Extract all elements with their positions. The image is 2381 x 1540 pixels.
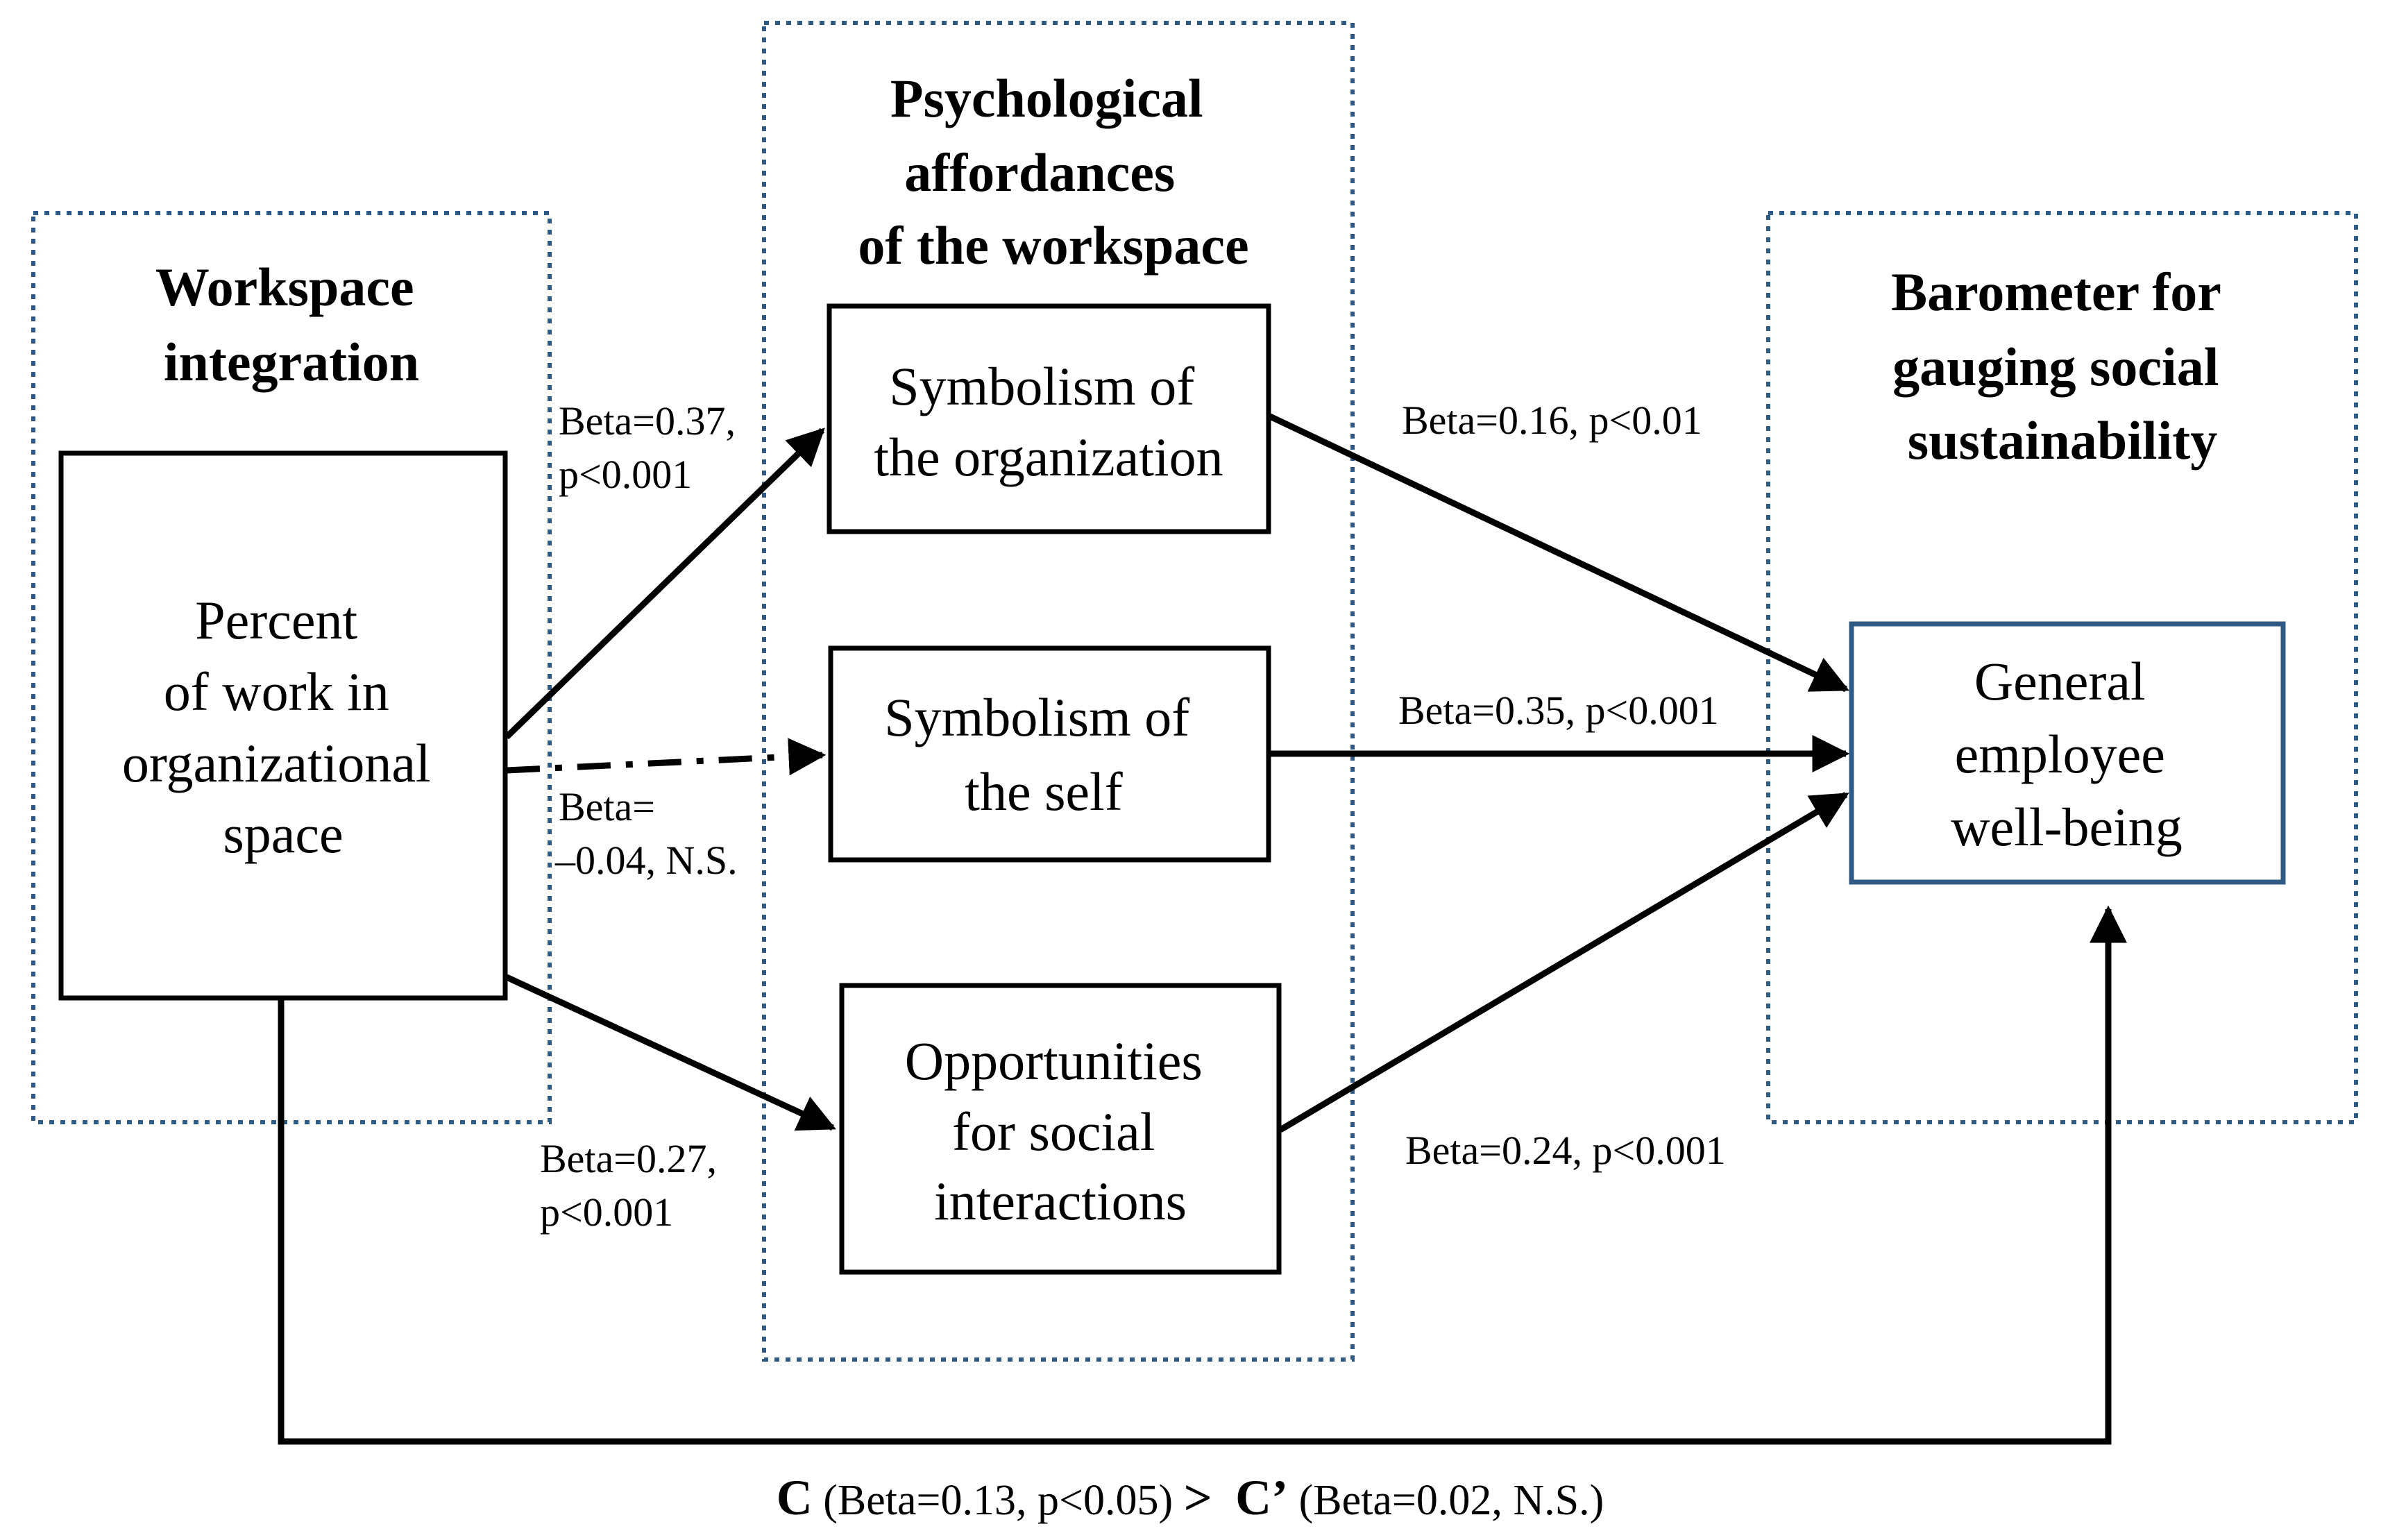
edge-percent-to-social-interactions	[505, 974, 836, 1131]
direct-effect-value: (Beta=0.02, N.S.)	[1299, 1477, 1604, 1524]
node-box-symbolism-org	[827, 303, 1271, 534]
comparison-symbol: >	[1184, 1470, 1212, 1525]
group-box-workspace-integration	[31, 211, 552, 1124]
group-box-barometer	[1766, 211, 2358, 1124]
edge-label-org-to-wellbeing: Beta=0.16, p<0.01	[1402, 398, 1702, 443]
total-effect-label: C	[777, 1470, 813, 1525]
edge-percent-to-symbolism-self	[506, 738, 827, 776]
edge-direct-percent-to-wellbeing	[278, 905, 2127, 1445]
node-box-percent-work	[58, 450, 508, 1001]
node-label-social-interactions: Opportunities for social interactions	[905, 1031, 1216, 1231]
total-effect-value: (Beta=0.13, p<0.05)	[823, 1477, 1183, 1524]
effect-comparison-caption: C (Beta=0.13, p<0.05) > C’ (Beta=0.02, N…	[777, 1470, 1604, 1525]
group-title-psychological-affordances: Psychological affordances of the workspa…	[858, 68, 1248, 276]
direct-effect-label: C’	[1235, 1470, 1288, 1525]
edge-social-interactions-to-wellbeing	[1278, 792, 1849, 1133]
node-box-wellbeing	[1849, 621, 2286, 885]
edge-label-to-org: Beta=0.37, p<0.001	[559, 398, 746, 497]
node-box-social-interactions	[839, 983, 1282, 1275]
edge-label-self-to-wellbeing: Beta=0.35, p<0.001	[1398, 688, 1719, 733]
group-title-barometer: Barometer for gauging social sustainabil…	[1891, 262, 2234, 471]
node-label-symbolism-self: Symbolism of the self	[884, 687, 1203, 822]
edge-label-social-to-wellbeing: Beta=0.24, p<0.001	[1405, 1128, 1726, 1173]
edge-label-to-self: Beta= –0.04, N.S.	[554, 784, 738, 883]
edge-symbolism-org-to-wellbeing	[1269, 413, 1849, 693]
edge-label-to-social: Beta=0.27, p<0.001	[540, 1136, 727, 1235]
group-box-psychological-affordances	[762, 21, 1355, 1362]
node-label-symbolism-org: Symbolism of the organization	[874, 356, 1223, 487]
node-label-percent-work: Percent of work in organizational space	[122, 590, 444, 864]
edge-percent-to-symbolism-org	[504, 428, 825, 740]
node-box-symbolism-self	[828, 645, 1271, 863]
node-label-wellbeing: General employee well-being	[1951, 651, 2183, 857]
group-title-workspace-integration: Workspace integration	[155, 257, 427, 392]
